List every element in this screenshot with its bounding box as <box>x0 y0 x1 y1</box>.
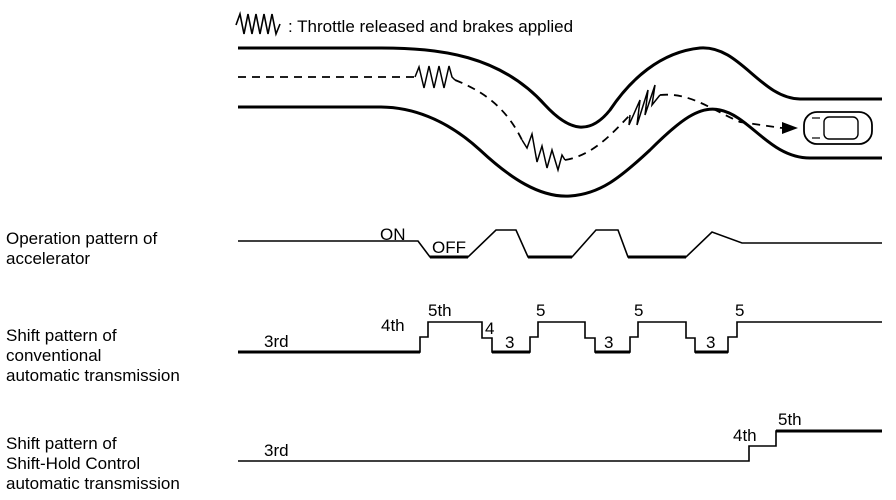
label-line: Shift pattern of <box>6 326 117 345</box>
brake-zigzag-2 <box>521 131 566 173</box>
gear-label: 3rd <box>264 332 289 351</box>
shift-hold-pattern: 3rd 4th 5th <box>238 410 882 462</box>
legend: : Throttle released and brakes applied <box>235 11 573 37</box>
label-line: conventional <box>6 346 102 365</box>
gear-label: 4th <box>381 316 405 335</box>
gear-label: 4 <box>485 319 494 338</box>
gear-label: 5th <box>428 301 452 320</box>
accelerator-trace <box>238 229 882 258</box>
label-line: Shift pattern of <box>6 434 117 453</box>
legend-text: : Throttle released and brakes applied <box>288 17 573 36</box>
car-icon <box>803 111 873 145</box>
label-line: automatic transmission <box>6 474 180 493</box>
gear-label: 4th <box>733 426 757 445</box>
conventional-shift-pattern: 3rd 4th 5th 4 3 5 3 5 3 5 <box>238 301 882 354</box>
vehicle-path <box>238 76 783 161</box>
conventional-shift-trace <box>238 321 882 353</box>
gear-label: 5 <box>735 301 744 320</box>
road-edge-lower <box>238 105 882 198</box>
gear-label: 3rd <box>264 441 289 460</box>
gear-label: 3 <box>706 333 715 352</box>
shift-hold-trace <box>238 430 882 462</box>
gear-label: 5 <box>634 301 643 320</box>
gear-label: 5 <box>536 301 545 320</box>
conventional-row-label: Shift pattern of conventional automatic … <box>6 326 180 386</box>
accelerator-pattern: ON OFF <box>238 225 882 259</box>
label-line: automatic transmission <box>6 366 180 385</box>
road <box>238 46 882 198</box>
arrow-head-icon <box>782 122 798 134</box>
label-line: accelerator <box>6 249 91 268</box>
label-line: Operation pattern of <box>6 229 158 248</box>
brake-zigzag-1 <box>414 64 456 89</box>
zigzag-icon <box>235 11 281 37</box>
label-line: Shift-Hold Control <box>6 454 141 473</box>
accelerator-row-label: Operation pattern of accelerator <box>6 229 157 269</box>
gear-label: 5th <box>778 410 802 429</box>
brake-zigzag-3 <box>628 84 661 126</box>
road-edge-upper <box>238 46 882 129</box>
off-label: OFF <box>432 238 466 257</box>
gear-label: 3 <box>505 333 514 352</box>
on-label: ON <box>380 225 406 244</box>
gear-label: 3 <box>604 333 613 352</box>
shift-hold-row-label: Shift pattern of Shift-Hold Control auto… <box>6 434 180 494</box>
